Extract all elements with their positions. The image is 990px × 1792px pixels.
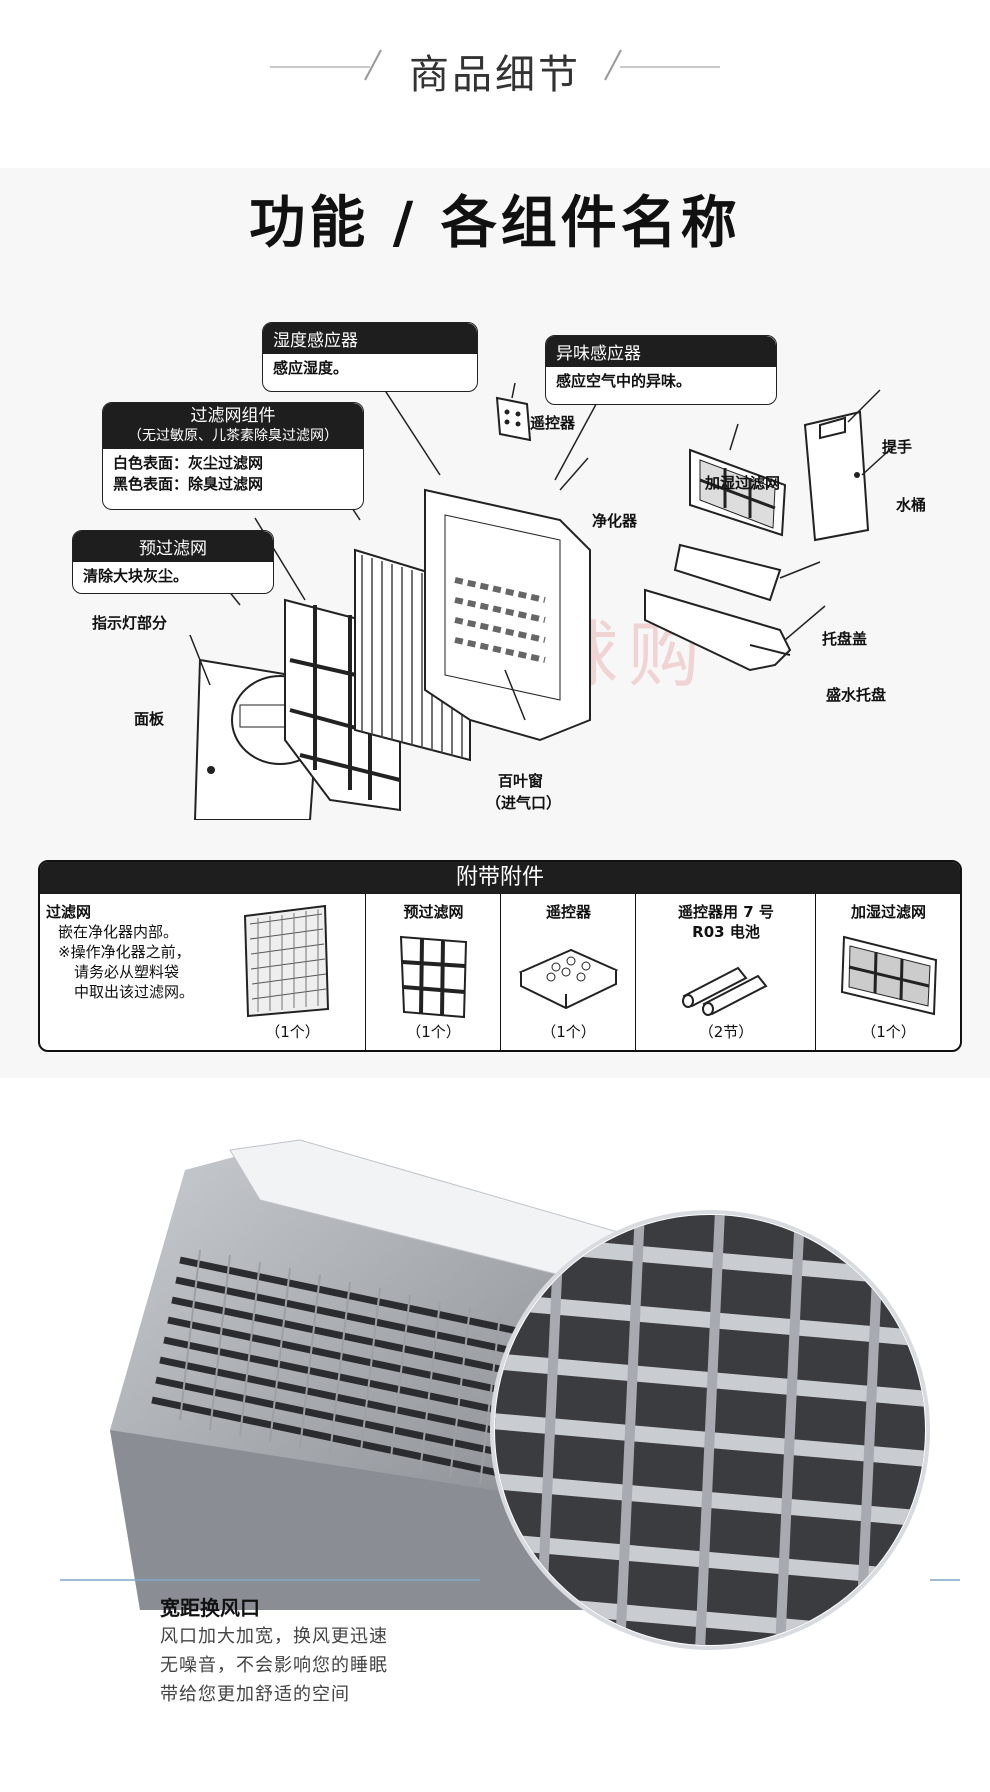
filter-assembly-callout: 过滤网组件 （无过敏原、儿茶素除臭过滤网） 白色表面：灰尘过滤网 黑色表面：除臭… <box>102 402 364 510</box>
feature-line: 带给您更加舒适的空间 <box>160 1684 350 1705</box>
accessory-qty: （1个） <box>541 1023 596 1041</box>
accessory-name: 过滤网 <box>46 903 92 921</box>
panel-dot <box>207 766 215 774</box>
accessory-remote: 遥控器 （1个） <box>500 894 636 1050</box>
callout-desc: 感应湿度。 <box>273 359 349 377</box>
prefilter-callout: 预过滤网 清除大块灰尘。 <box>72 530 274 594</box>
purifier-body-shape <box>424 488 591 742</box>
accessory-name: 遥控器用 7 号 <box>678 903 774 921</box>
tray-cover-shape <box>673 543 782 602</box>
callout-line: 黑色表面：除臭过滤网 <box>113 475 264 493</box>
purifier-diagram: 海航全球购 <box>189 359 896 820</box>
label-louver: 百叶窗 <box>498 772 544 790</box>
label-panel: 面板 <box>134 710 165 728</box>
callout-desc: 感应空气中的异味。 <box>556 372 692 390</box>
filter-image <box>243 904 330 1018</box>
label-remote: 遥控器 <box>530 414 576 432</box>
accessories-table: 附带附件 过滤网 嵌在净化器内部。 ※操作净化器之前， 请务必从塑料袋 中取出该… <box>38 860 962 1052</box>
accessory-name-2: R03 电池 <box>692 923 760 941</box>
odor-sensor-callout: 异味感应器 感应空气中的异味。 <box>545 335 777 405</box>
callout-line: 白色表面：灰尘过滤网 <box>113 454 264 472</box>
label-tray: 盛水托盘 <box>826 686 887 704</box>
accessory-note: 中取出该过滤网。 <box>74 983 195 1001</box>
accessory-note: ※操作净化器之前， <box>58 943 191 961</box>
prefilter-image <box>399 935 468 1019</box>
section-title: 商品细节 <box>409 52 581 98</box>
vent-illustration <box>60 1139 960 1650</box>
callout-title: 湿度感应器 <box>263 323 477 354</box>
accessory-qty: （1个） <box>861 1023 916 1041</box>
callout-title: 预过滤网 <box>73 531 273 562</box>
header-divider-left <box>270 66 370 68</box>
accessory-filter: 过滤网 嵌在净化器内部。 ※操作净化器之前， 请务必从塑料袋 中取出该过滤网。 … <box>40 894 365 1050</box>
header-divider-right <box>620 66 720 68</box>
accessory-prefilter: 预过滤网 （1个） <box>365 894 501 1050</box>
humidity-sensor-callout: 湿度感应器 感应湿度。 <box>262 322 478 392</box>
label-handle: 提手 <box>882 438 913 456</box>
feature-line: 风口加大加宽，换风更迅速 <box>160 1626 388 1647</box>
batteries-image <box>682 966 768 1016</box>
feature-line: 无噪音，不会影响您的睡眠 <box>160 1655 388 1676</box>
accessory-qty: （1个） <box>406 1023 461 1041</box>
tray-shape <box>644 588 792 672</box>
callout-title: 异味感应器 <box>546 336 776 367</box>
accessory-name: 遥控器 <box>545 903 591 921</box>
label-humid-filter: 加湿过滤网 <box>705 474 781 492</box>
humid-filter-image <box>840 935 938 1016</box>
accessories-title: 附带附件 <box>40 862 960 894</box>
remote-image <box>518 948 619 1010</box>
accessory-name: 预过滤网 <box>403 903 464 921</box>
feature-title: 宽距换风口 <box>160 1596 260 1620</box>
diagram-title: 功能 / 各组件名称 <box>249 191 741 256</box>
label-purifier: 净化器 <box>592 512 638 530</box>
accessory-note: 请务必从塑料袋 <box>74 963 180 981</box>
accessory-note: 嵌在净化器内部。 <box>58 923 179 941</box>
accessory-humid-filter: 加湿过滤网 （1个） <box>815 894 960 1050</box>
label-tank: 水桶 <box>896 496 927 514</box>
label-intake: （进气口） <box>486 794 562 812</box>
callout-subtitle: （无过敏原、儿茶素除臭过滤网） <box>128 428 338 444</box>
accessory-qty: （2节） <box>698 1023 754 1041</box>
callout-desc: 清除大块灰尘。 <box>83 567 189 585</box>
accessory-qty: （1个） <box>265 1023 320 1041</box>
callout-title: 过滤网组件 <box>190 406 276 426</box>
water-tank-shape <box>803 410 870 542</box>
remote-shape <box>495 396 532 442</box>
label-indicator: 指示灯部分 <box>92 614 168 632</box>
accessory-batteries: 遥控器用 7 号 R03 电池 （2节） <box>635 894 816 1050</box>
accessory-name: 加湿过滤网 <box>850 903 926 921</box>
label-tray-cover: 托盘盖 <box>822 630 868 648</box>
air-vent-photo <box>0 1130 990 1790</box>
humid-filter-shape <box>689 448 787 537</box>
